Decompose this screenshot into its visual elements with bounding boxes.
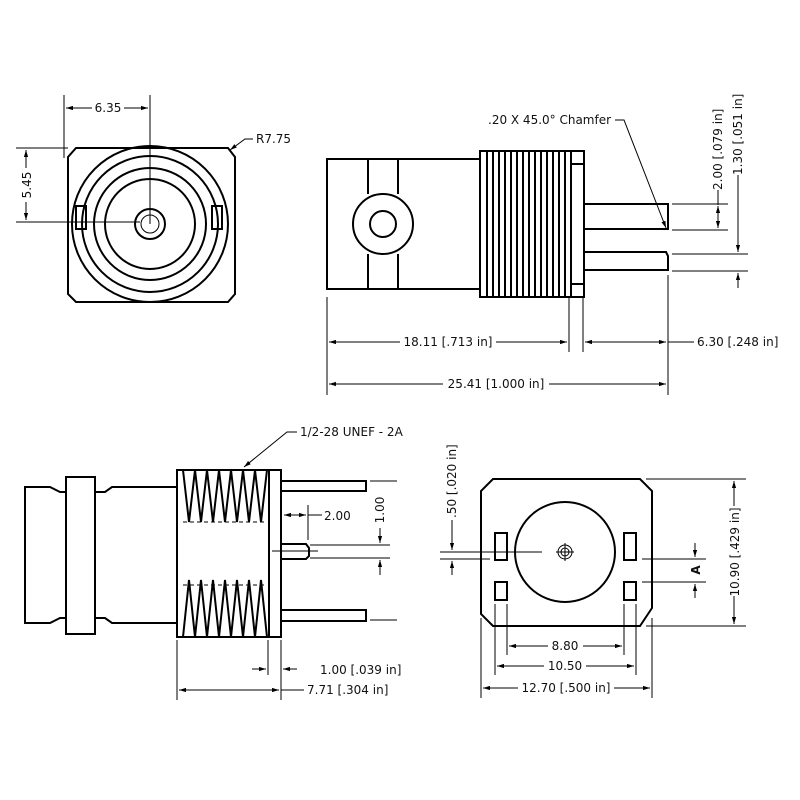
dim-outer-span: 10.50 — [548, 659, 582, 673]
thread-teeth-upper — [182, 469, 268, 523]
dim-slot-offset: .50 [.020 in] — [445, 444, 459, 518]
side-flange-line — [571, 163, 584, 285]
side-pin-upper — [584, 203, 669, 230]
threaded-pin-lower — [281, 609, 367, 622]
side-pin-lower — [584, 251, 669, 271]
dim-5-45: 5.45 — [20, 172, 34, 199]
dim-body-length: 18.11 [.713 in] — [403, 335, 492, 349]
threaded-pin-upper — [281, 480, 367, 492]
dim-pin-gap: 1.30 [.051 in] — [731, 94, 745, 175]
bottom-slot-lower-right — [623, 581, 637, 601]
side-bayonet-boss — [352, 193, 414, 255]
front-view: 6.35 5.45 R7.75 — [16, 95, 291, 303]
threaded-section — [176, 469, 270, 638]
dim-flange: 1.00 [.039 in] — [320, 663, 401, 677]
dim-pin-spacing: 1.00 — [373, 497, 387, 524]
leader-line — [229, 138, 253, 151]
threaded-body-front — [24, 486, 67, 624]
bottom-view: .50 [.020 in] A 10.90 [.429 in] 8.80 10.… — [440, 444, 746, 698]
chamfer-note: .20 X 45.0° Chamfer — [488, 113, 611, 127]
side-knurled-nut — [479, 150, 585, 298]
leader-line — [243, 431, 297, 468]
bottom-flange-outline — [480, 478, 653, 627]
front-flange-outline — [67, 147, 236, 303]
leader-line — [615, 119, 667, 229]
front-bayonet-slot-right — [211, 205, 223, 230]
thread-teeth-lower — [182, 579, 268, 638]
threaded-body-neck — [95, 486, 177, 624]
side-groove — [367, 159, 399, 289]
side-view: .20 X 45.0° Chamfer 2.00 [.079 in] 1.30 … — [326, 94, 778, 395]
knurl-lines — [486, 151, 572, 297]
threaded-center-pin — [281, 543, 310, 560]
bottom-slot-upper-right — [623, 532, 637, 561]
radius-label: R7.75 — [256, 132, 291, 146]
threaded-hex-ring — [65, 476, 96, 635]
dim-thread-length: 7.71 [.304 in] — [307, 683, 388, 697]
front-bayonet-slot-left — [75, 205, 87, 230]
side-body — [326, 158, 481, 290]
dim-inner-span: 8.80 — [552, 639, 579, 653]
dim-height: 10.90 [.429 in] — [728, 507, 742, 596]
threaded-flange — [268, 469, 282, 638]
bottom-slot-upper-left — [494, 532, 508, 561]
side-bayonet-pin — [369, 210, 397, 238]
thread-note: 1/2-28 UNEF - 2A — [300, 425, 404, 439]
threaded-view: 1/2-28 UNEF - 2A 2.00 1.00 1.00 [.039 in… — [24, 425, 404, 700]
dim-6-35: 6.35 — [95, 101, 122, 115]
dim-width: 12.70 [.500 in] — [521, 681, 610, 695]
dim-pin-length: 6.30 [.248 in] — [697, 335, 778, 349]
dim-pin-offset: 2.00 — [324, 509, 351, 523]
dim-overall-length: 25.41 [1.000 in] — [448, 377, 545, 391]
dim-label-a: A — [689, 565, 703, 575]
bottom-slot-lower-left — [494, 581, 508, 601]
dim-pin-width: 2.00 [.079 in] — [711, 109, 725, 190]
